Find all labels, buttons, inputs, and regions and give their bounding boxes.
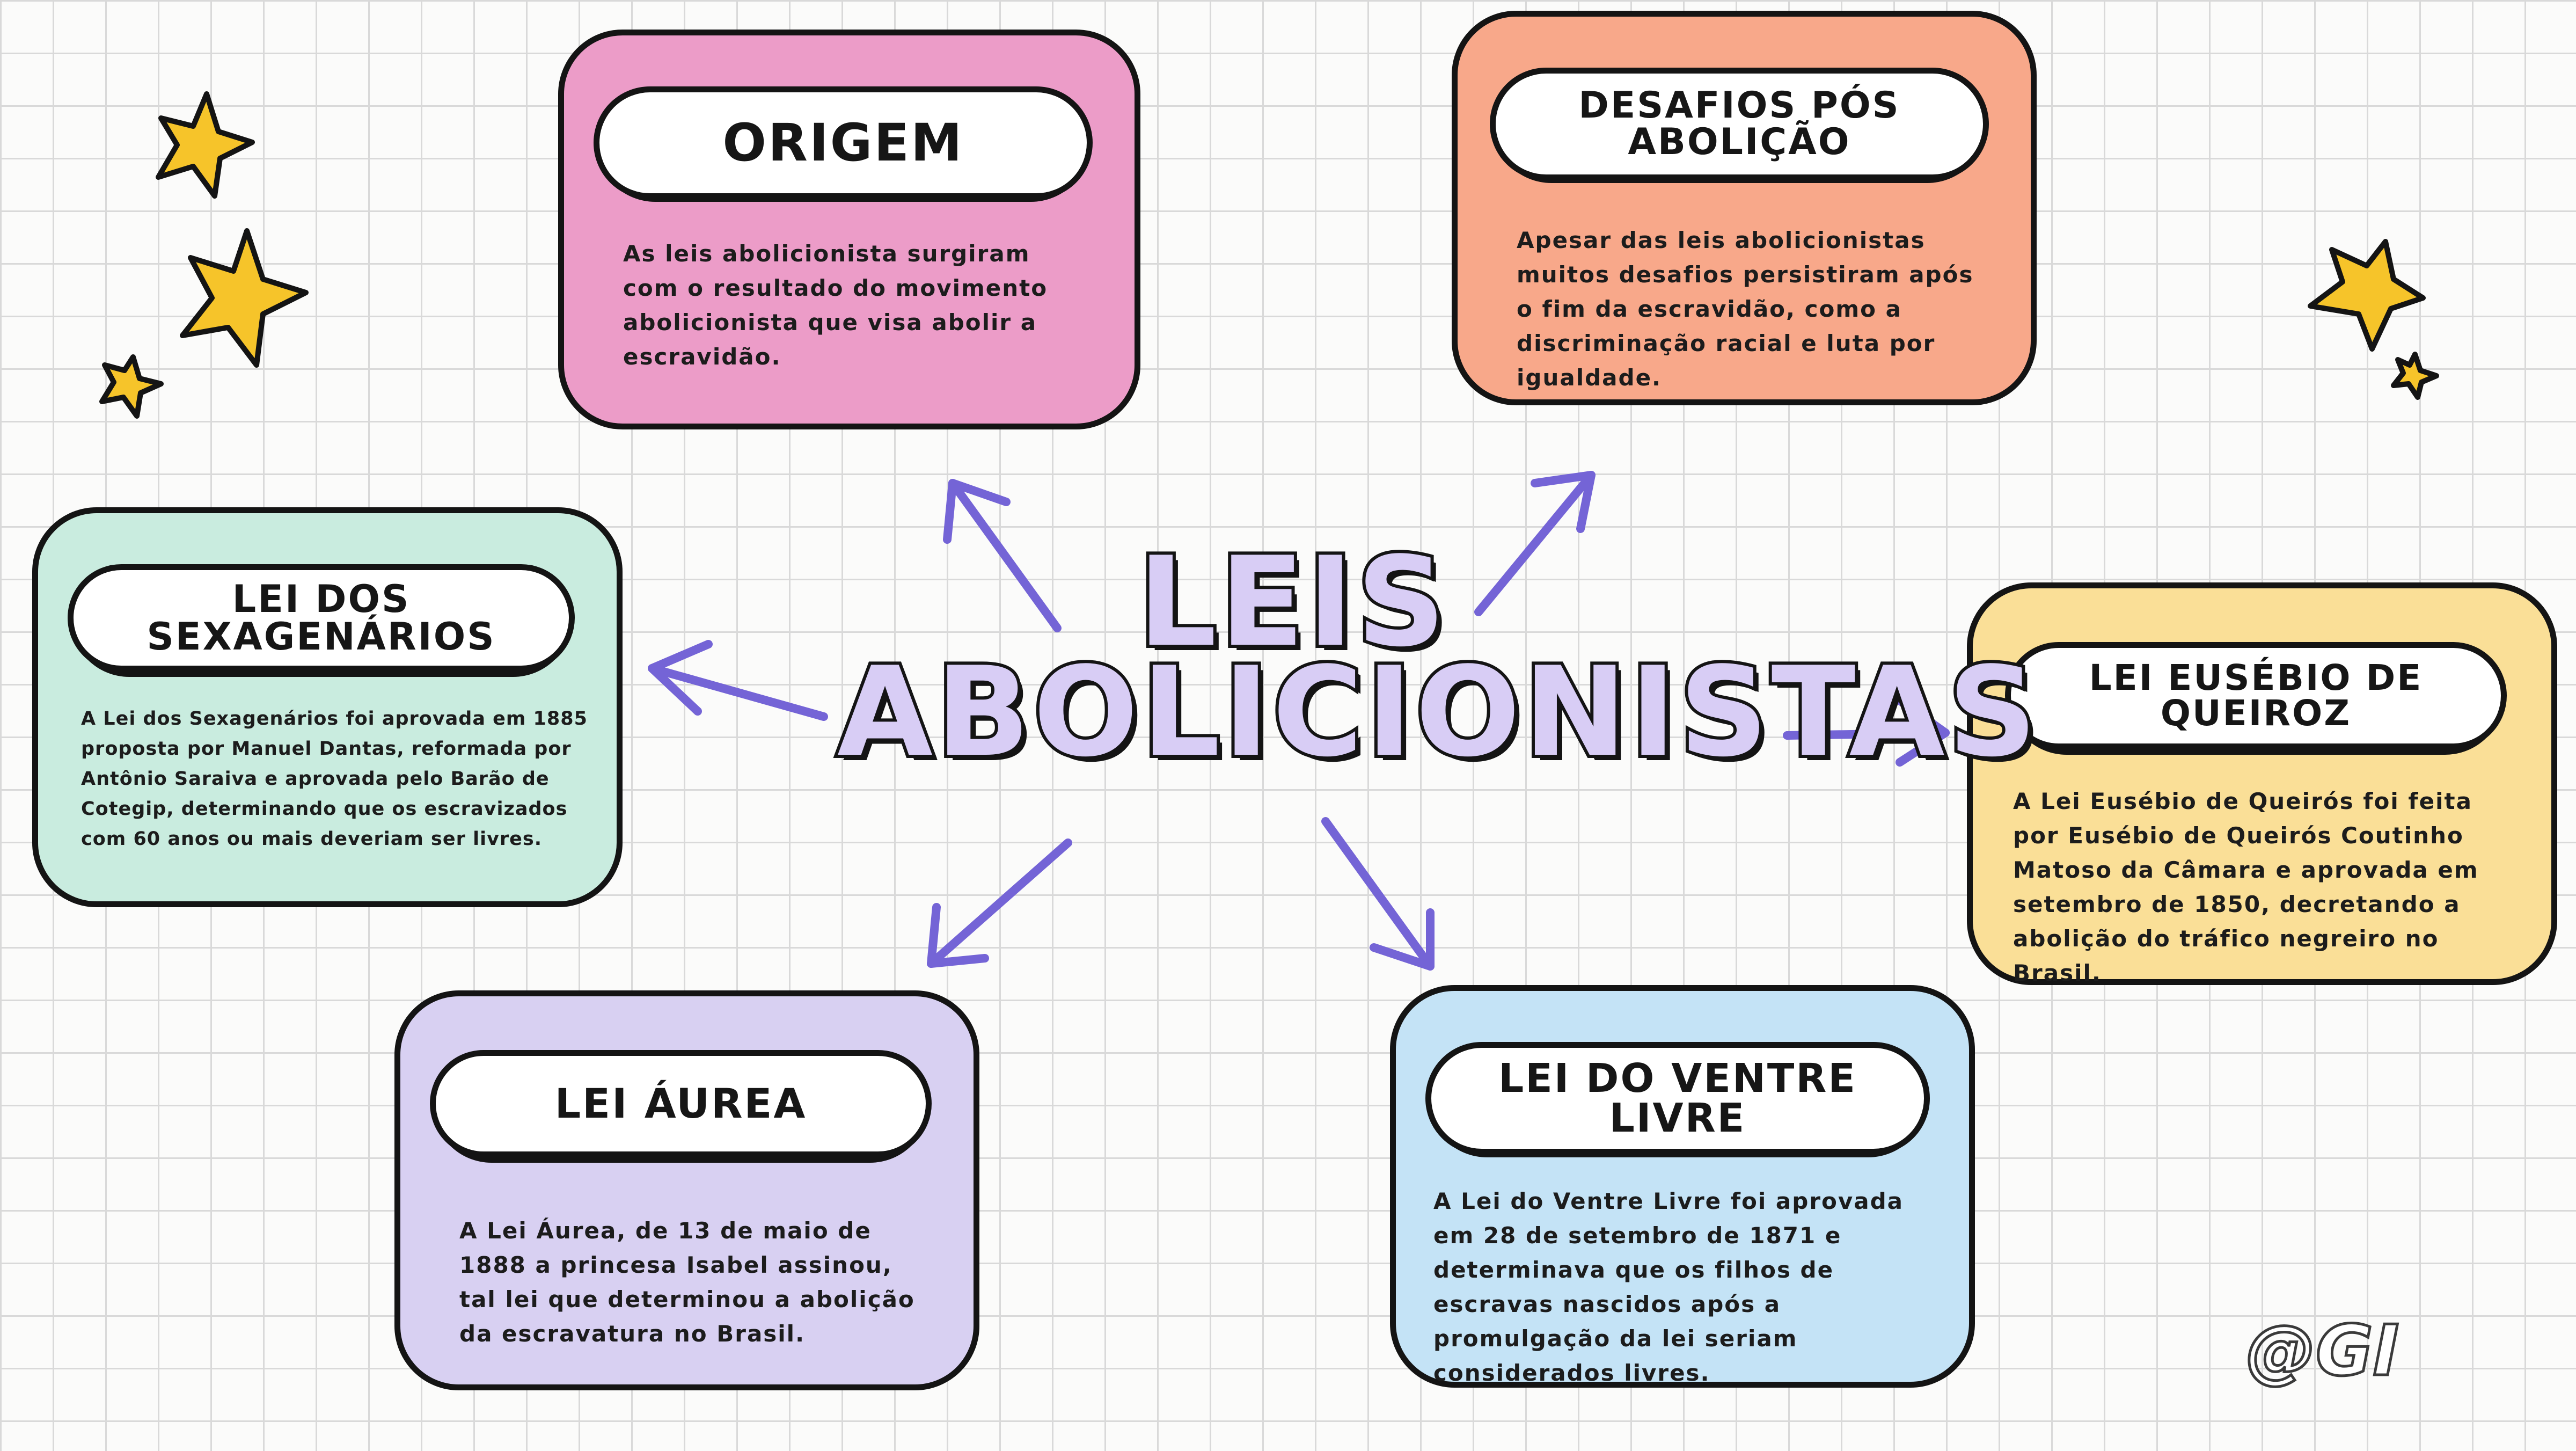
card-desafios-title: DESAFIOS PÓS ABOLIÇÃO bbox=[1578, 84, 1900, 163]
central-title: LEIS ABOLICIONISTAS bbox=[834, 531, 2040, 784]
card-aurea-title-pill: LEI ÁUREA bbox=[430, 1050, 932, 1157]
card-eusebio: LEI EUSÉBIO DE QUEIROZ A Lei Eusébio de … bbox=[1967, 582, 2557, 986]
star-icon bbox=[180, 228, 309, 368]
card-ventre: LEI DO VENTRE LIVRE A Lei do Ventre Livr… bbox=[1390, 985, 1975, 1388]
card-eusebio-text: A Lei Eusébio de Queirós foi feita por E… bbox=[2013, 788, 2479, 986]
card-origem-title: ORIGEM bbox=[722, 113, 964, 173]
arrow-to-ventre bbox=[1321, 817, 1435, 971]
card-desafios-text: Apesar das leis abolicionistas muitos de… bbox=[1517, 227, 1974, 391]
star-icon bbox=[2308, 239, 2426, 352]
star-icon bbox=[99, 354, 164, 419]
arrow-to-aurea bbox=[927, 838, 1072, 968]
star-icon bbox=[2391, 352, 2439, 400]
arrow-to-desafios bbox=[1474, 471, 1596, 616]
arrow-to-sexagenarios bbox=[648, 640, 828, 721]
star-icon bbox=[156, 91, 255, 199]
card-ventre-title-pill: LEI DO VENTRE LIVRE bbox=[1425, 1042, 1930, 1155]
card-origem: ORIGEM As leis abolicionista surgiram co… bbox=[558, 30, 1140, 429]
card-sexagenarios-text: A Lei dos Sexagenários foi aprovada em 1… bbox=[81, 708, 588, 850]
card-origem-text: As leis abolicionista surgiram com o res… bbox=[623, 240, 1048, 370]
arrow-to-origem bbox=[943, 479, 1062, 632]
card-eusebio-title: LEI EUSÉBIO DE QUEIROZ bbox=[2089, 657, 2423, 734]
card-aurea: LEI ÁUREA A Lei Áurea, de 13 de maio de … bbox=[394, 990, 979, 1390]
card-sexagenarios: LEI DOS SEXAGENÁRIOS A Lei dos Sexagenár… bbox=[32, 507, 623, 907]
card-origem-title-pill: ORIGEM bbox=[594, 86, 1093, 199]
signature: @GI bbox=[2244, 1309, 2400, 1393]
arrow-to-eusebio bbox=[1783, 696, 1950, 767]
card-eusebio-title-pill: LEI EUSÉBIO DE QUEIROZ bbox=[2005, 642, 2507, 749]
card-desafios: DESAFIOS PÓS ABOLIÇÃO Apesar das leis ab… bbox=[1452, 11, 2037, 405]
card-sexagenarios-title: LEI DOS SEXAGENÁRIOS bbox=[147, 577, 496, 659]
card-sexagenarios-title-pill: LEI DOS SEXAGENÁRIOS bbox=[68, 564, 575, 672]
card-aurea-text: A Lei Áurea, de 13 de maio de 1888 a pri… bbox=[459, 1217, 915, 1347]
card-ventre-text: A Lei do Ventre Livre foi aprovada em 28… bbox=[1433, 1188, 1904, 1386]
card-ventre-title: LEI DO VENTRE LIVRE bbox=[1498, 1055, 1857, 1141]
card-desafios-title-pill: DESAFIOS PÓS ABOLIÇÃO bbox=[1490, 68, 1989, 180]
card-aurea-title: LEI ÁUREA bbox=[554, 1080, 807, 1127]
